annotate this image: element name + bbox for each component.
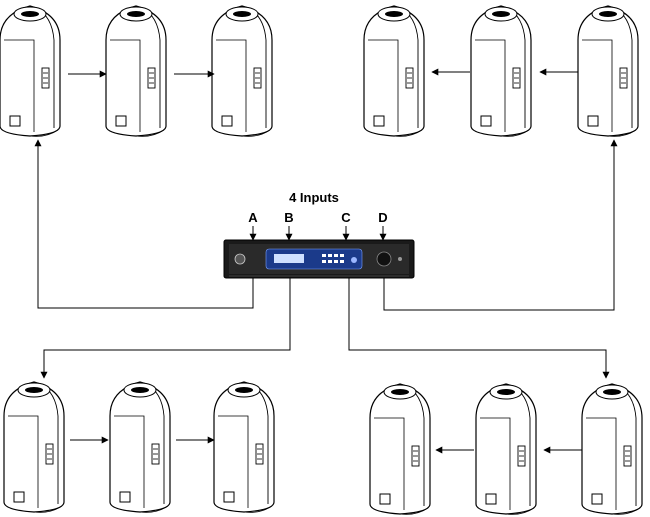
input-label-d: D [378, 210, 387, 225]
speaker-cabinet [211, 5, 273, 137]
input-label-b: B [284, 210, 293, 225]
speaker-cabinet [3, 381, 65, 514]
speaker-cabinet [363, 5, 425, 137]
amplifier [223, 239, 415, 279]
chain-arrows [68, 68, 582, 454]
speaker-group-top-left [0, 5, 273, 137]
speaker-cabinet [109, 381, 171, 514]
speaker-cabinet [475, 383, 537, 516]
diagram-title: 4 Inputs [289, 190, 339, 205]
input-label-a: A [248, 210, 258, 225]
speaker-group-top-right [363, 5, 639, 137]
speaker-cabinet [470, 5, 532, 137]
speaker-group-bottom-right [369, 383, 643, 516]
output-routing [34, 139, 618, 379]
speaker-cabinet [581, 383, 643, 516]
input-arrows [249, 226, 387, 241]
speaker-cabinet [0, 5, 61, 137]
speaker-cabinet [105, 5, 167, 137]
input-label-c: C [341, 210, 351, 225]
speaker-cabinet [213, 381, 275, 514]
speaker-cabinet [577, 5, 639, 137]
speaker-cabinet [369, 383, 431, 516]
speaker-group-bottom-left [3, 381, 275, 514]
